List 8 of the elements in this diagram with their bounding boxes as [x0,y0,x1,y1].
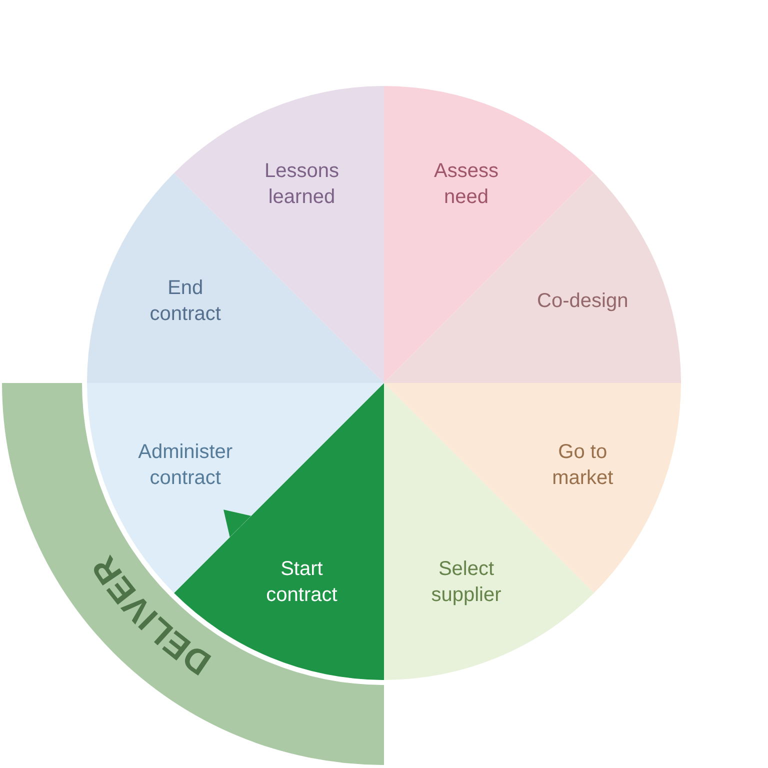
segment-label: Start contract [265,556,338,608]
segment-label: Assess need [433,159,500,210]
segment-label: End contract [148,276,222,327]
segment-label: Go to market [551,440,614,492]
segment-label: Select supplier [430,556,502,608]
segment-label: Lessons learned [263,159,340,210]
segment-label: Administer contract [137,440,234,492]
segment-label: Co-design [536,288,630,314]
